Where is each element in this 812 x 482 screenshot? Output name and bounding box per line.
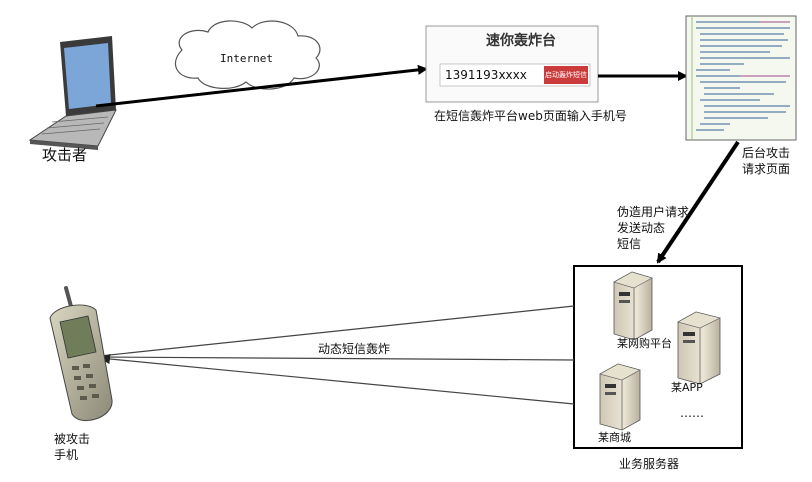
sms-platform-page: [425, 25, 599, 103]
sms-bomb-label: 动态短信轰炸: [318, 342, 391, 356]
laptop-icon: [28, 36, 117, 150]
server-icon: [613, 271, 653, 341]
arrow-to-servers: [656, 140, 740, 264]
attacker-label: 攻击者: [42, 146, 88, 164]
server-shop-label: 某网购平台: [617, 337, 672, 350]
backend-request-page-icon: [685, 15, 797, 141]
backend-label-line1: 后台攻击: [742, 146, 791, 160]
internet-cloud-icon: [175, 20, 321, 90]
platform-title: 速你轰炸台: [486, 33, 556, 49]
forge-label-line1: 伪造用户请求: [617, 205, 690, 219]
backend-label-line2: 请求页面: [742, 162, 791, 176]
arrow-to-platform: [95, 64, 428, 108]
more-servers-ellipsis: ……: [680, 406, 704, 420]
victim-label-line2: 手机: [54, 448, 79, 462]
victim-label-line1: 被攻击: [54, 432, 91, 446]
server-app-label: 某APP: [671, 381, 703, 394]
server-mall-label: 某商城: [598, 431, 631, 444]
platform-caption: 在短信轰炸平台web页面输入手机号: [434, 109, 627, 123]
forge-label-line2: 发送动态: [617, 221, 666, 235]
start-bomb-button-label: 启动轰炸短信: [545, 71, 587, 79]
business-servers-label: 业务服务器: [619, 457, 680, 471]
phone-input: 1391193xxxx: [445, 68, 527, 82]
start-bomb-button: [544, 66, 588, 84]
mobile-phone-icon: [49, 286, 113, 422]
forge-label-line3: 短信: [617, 237, 642, 251]
server-icon: [599, 363, 641, 431]
internet-label: Internet: [220, 52, 273, 65]
server-icon: [677, 311, 721, 385]
sms-flow-lines: [98, 305, 575, 405]
